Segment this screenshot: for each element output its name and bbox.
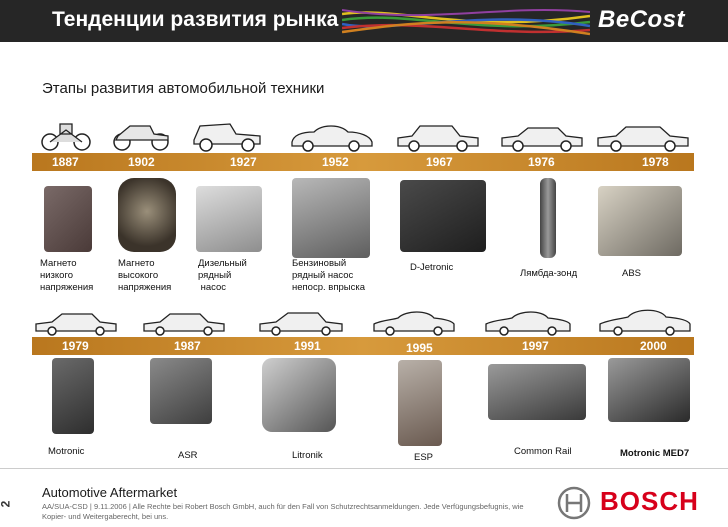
part-caption: Лямбда-зонд [520,268,578,279]
part-caption: Дизельный рядный насос [198,258,247,293]
year-label: 1979 [62,339,89,353]
year-label: 2000 [640,339,667,353]
part-image-lambda-probe [540,178,556,258]
part-image-diesel-pump [196,186,262,252]
car-1952-icon [291,125,373,152]
year-label: 1991 [294,339,321,353]
part-image-magneto-low [44,186,92,252]
car-1987-icon [143,313,225,336]
part-image-motronic [52,358,94,434]
part-caption: ASR [178,450,198,461]
section-subtitle: Этапы развития автомобильной техники [42,80,325,97]
car-1976-icon [501,127,583,152]
car-1902-icon [113,125,169,151]
footer-divider [0,468,728,469]
part-caption: Магнето высокого напряжения [118,258,172,293]
timeline-band-1 [32,153,694,171]
part-caption: Motronic MED7 [620,448,690,459]
car-1995-icon [373,311,455,336]
car-1967-icon [397,125,479,152]
car-1927-icon [193,123,261,152]
year-label: 1987 [174,339,201,353]
part-image-magneto-high [118,178,176,252]
car-1979-icon [35,313,117,336]
part-image-petrol-pump [292,178,370,258]
part-image-motronic-med7 [608,358,690,422]
bosch-logo: BOSCH [600,486,699,516]
header-bar [0,0,728,42]
part-image-esp [398,360,442,446]
part-caption: ESP [414,452,434,463]
year-label: 1902 [128,155,155,169]
part-image-djetronic [400,180,486,252]
year-label: 1978 [642,155,669,169]
part-caption: D-Jetronic [410,262,454,273]
footer-title: Automotive Aftermarket [42,485,178,500]
page-number: 2 [0,501,12,508]
part-caption: Litronik [292,450,323,461]
part-caption: ABS [622,268,642,279]
car-2000-icon [599,309,691,336]
car-1997-icon [485,311,571,336]
part-caption: Бензиновый рядный насос непоср. впрыска [292,258,365,293]
year-label: 1887 [52,155,79,169]
year-label: 1976 [528,155,555,169]
wires-graphic [342,9,590,36]
year-label: 1967 [426,155,453,169]
part-image-litronik [262,358,336,432]
part-image-common-rail [488,364,586,420]
year-label: 1927 [230,155,257,169]
part-caption: Магнето низкого напряжения [40,258,94,293]
part-image-abs [598,186,682,256]
part-caption: Motronic [48,446,85,457]
year-label: 1997 [522,339,549,353]
timeline-band-2 [32,337,694,355]
year-label: 1952 [322,155,349,169]
car-1887-icon [41,123,91,151]
bosch-emblem-icon [557,486,591,520]
part-caption: Common Rail [514,446,572,457]
page-title: Тенденции развития рынка [52,8,339,31]
car-1978-icon [597,126,689,152]
part-image-asr [150,358,212,424]
becost-logo: BeCost [598,6,686,33]
footer-legal: AA/SUA-CSD | 9.11.2006 | Alle Rechte bei… [42,502,524,521]
year-label: 1995 [406,341,433,355]
car-1991-icon [259,312,343,336]
